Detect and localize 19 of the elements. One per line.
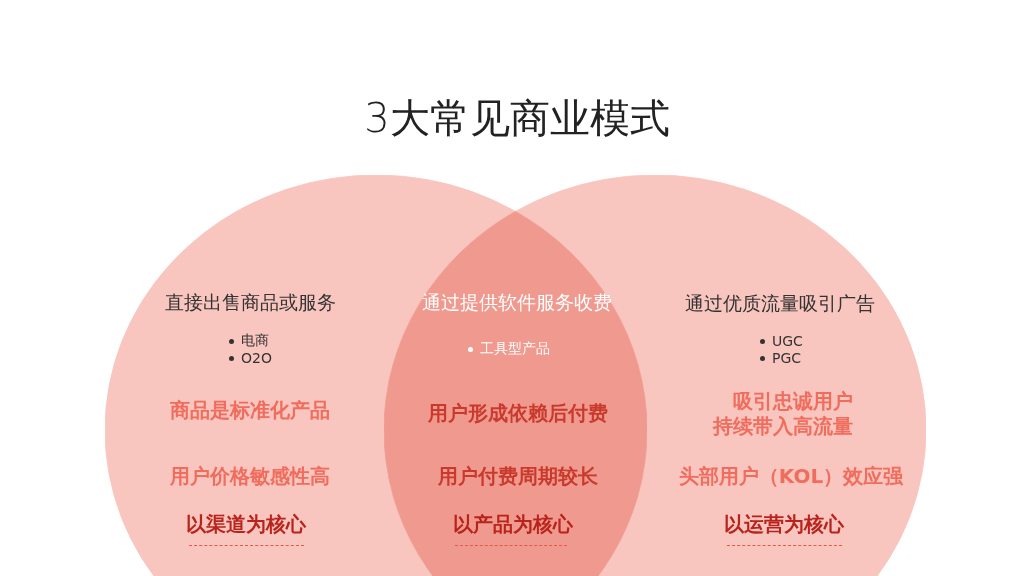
title: 3大常见商业模式 (364, 93, 670, 143)
list-item: UGC (772, 333, 803, 349)
list-item: PGC (772, 350, 802, 366)
core-label: 以产品为核心 (453, 511, 573, 537)
statement: 用户价格敏感性高 (170, 463, 330, 489)
statement: 用户付费周期较长 (438, 463, 598, 489)
list-item: O2O (241, 350, 272, 366)
statement: 用户形成依赖后付费 (428, 400, 608, 426)
heading: 通过提供软件服务收费 (422, 291, 612, 315)
overlap-region (384, 211, 647, 576)
core-label: 以渠道为核心 (186, 511, 306, 537)
list-item: 工具型产品 (480, 340, 550, 358)
heading: 通过优质流量吸引广告 (685, 292, 875, 316)
statement: 商品是标准化产品 (170, 397, 330, 423)
list-item: 电商 (241, 332, 269, 350)
core-label: 以运营为核心 (724, 511, 844, 537)
statement: 吸引忠诚用户持续带入高流量 (712, 389, 854, 439)
heading: 直接出售商品或服务 (164, 291, 336, 315)
statement: 头部用户（KOL）效应强 (678, 463, 904, 489)
